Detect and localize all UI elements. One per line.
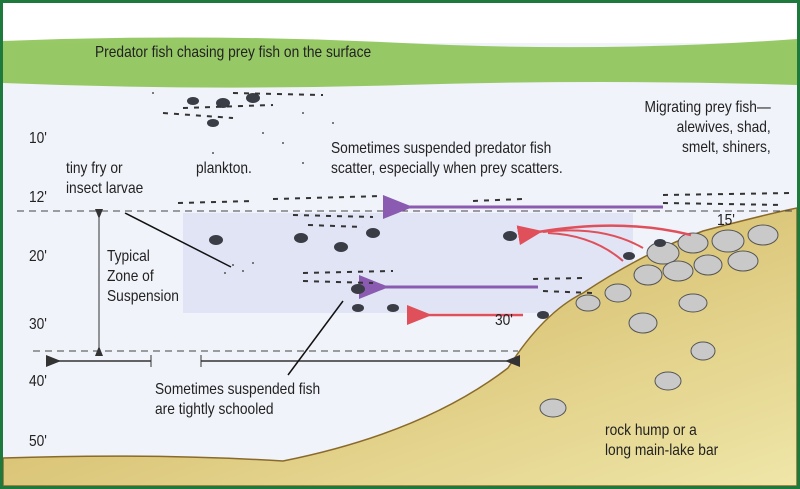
rocks [539,224,779,418]
predator-fish [187,93,666,319]
prey-fish-schools [162,92,794,294]
schooled-pointer-line [287,300,344,376]
lake-bottom-bank [3,207,797,486]
depth-30-label: 30' [495,312,513,329]
grass-shoreline [3,37,797,88]
red-arrow-curve-2 [542,229,644,249]
depth-label-50: 50' [29,433,47,450]
depth-label-10: 10' [29,130,47,147]
lake-cross-section [3,3,797,486]
depth-label-40: 40' [29,373,47,390]
surface-caption: Predator fish chasing prey fish on the s… [95,44,372,61]
red-arrow-curve-1 [516,224,692,246]
depth-label-20: 20' [29,248,47,265]
depth-label-12: 12' [29,189,47,206]
depth-15-label: 15' [717,212,735,229]
sky [3,3,797,43]
depth-label-30: 30' [29,316,47,333]
plankton-dots [152,92,334,274]
fry-pointer-line [124,212,232,268]
red-arrow-curve-3 [547,232,624,262]
plankton-label: plankton. [196,160,252,177]
migrating-prey-label: Migrating prey fish—alewives, shad,smelt… [644,99,771,156]
